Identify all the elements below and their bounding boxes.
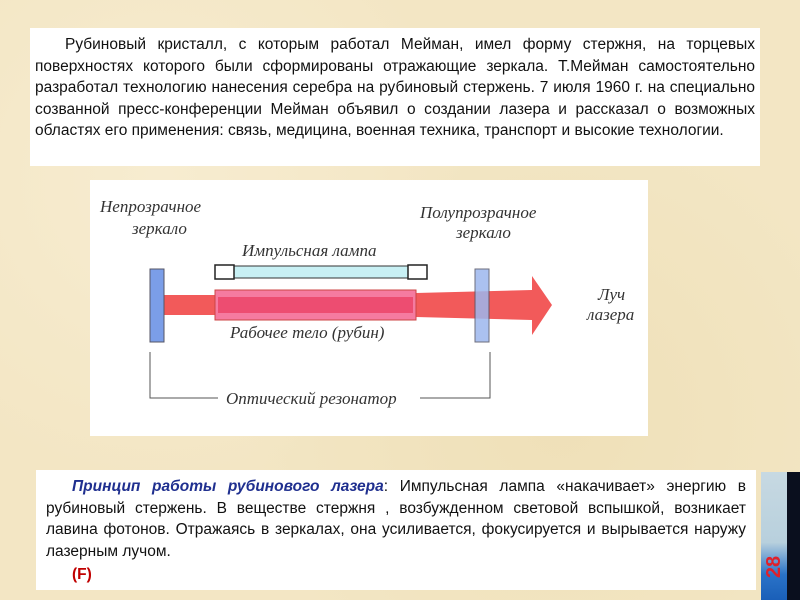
principle-heading: Принцип работы рубинового лазера (72, 478, 384, 495)
rod-beam (218, 297, 413, 313)
resonator-bracket-left (149, 352, 218, 399)
beam-inner (160, 295, 215, 315)
opaque-mirror (149, 268, 165, 343)
semi-mirror-label-2: зеркало (455, 223, 511, 242)
beam-label-1: Луч (597, 285, 625, 304)
side-dark-band (787, 472, 800, 600)
flash-lamp (224, 265, 418, 279)
lamp-end-left (214, 264, 235, 280)
intro-paragraph: Рубиновый кристалл, с которым работал Ме… (35, 36, 755, 139)
beam-label-2: лазера (586, 305, 634, 324)
reference-link[interactable]: (F) (72, 566, 92, 583)
side-bar (761, 472, 787, 600)
ruby-laser-diagram: Непрозрачное зеркало Полупрозрачное зерк… (90, 180, 648, 436)
colon: : (383, 478, 389, 495)
resonator-label: Оптический резонатор (226, 389, 397, 408)
page-number: 28 (763, 555, 785, 579)
resonator-bracket-right (420, 352, 491, 399)
opaque-mirror-label-1: Непрозрачное (99, 197, 202, 216)
rod-label: Рабочее тело (рубин) (229, 323, 385, 342)
principle-paragraph: Принцип работы рубинового лазера: Импуль… (46, 476, 746, 562)
principle-text-box: Принцип работы рубинового лазера: Импуль… (36, 470, 756, 590)
principle-text: Импульсная лампа «накачивает» энергию в … (46, 478, 747, 560)
semi-mirror (474, 268, 490, 343)
semi-mirror-label-1: Полупрозрачное (419, 203, 537, 222)
lamp-end-right (407, 264, 428, 280)
intro-text-box: Рубиновый кристалл, с которым работал Ме… (30, 28, 760, 166)
opaque-mirror-label-2: зеркало (131, 219, 187, 238)
lamp-label: Импульсная лампа (241, 241, 376, 260)
